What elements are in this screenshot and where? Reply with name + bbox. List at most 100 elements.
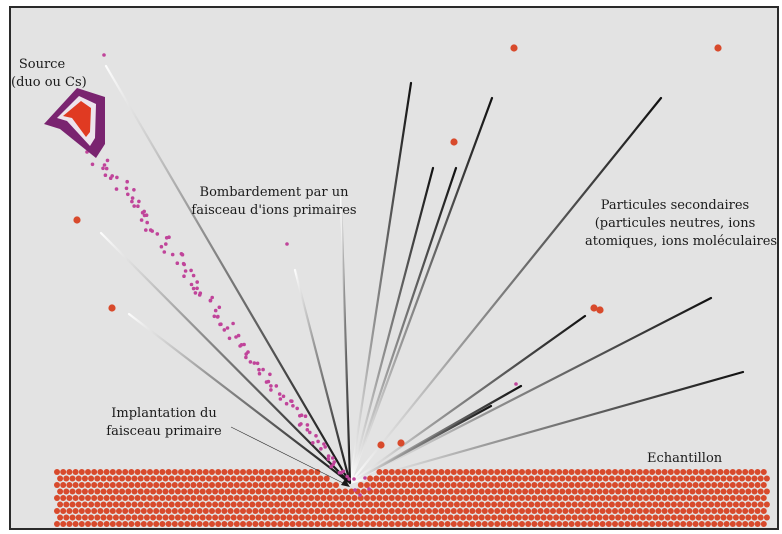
sample-atom: [382, 469, 389, 475]
sample-atom: [103, 495, 110, 501]
sample-atom: [726, 514, 733, 521]
sample-atom: [627, 488, 634, 495]
sample-atom: [525, 521, 532, 527]
sample-atom: [246, 508, 253, 514]
sample-atom: [534, 501, 541, 508]
sample-atom: [736, 521, 742, 527]
sample-atom: [333, 495, 339, 501]
sample-atom: [630, 482, 637, 488]
sample-atom: [218, 514, 225, 521]
ejected-particle: [510, 44, 518, 52]
sample-atom: [543, 469, 550, 475]
sample-atom: [395, 495, 401, 501]
primary-ion: [175, 261, 180, 265]
sample-atom: [72, 508, 79, 514]
sample-atom: [481, 521, 488, 527]
sample-atom: [453, 488, 460, 495]
sample-atom: [646, 514, 653, 521]
sample-atom: [240, 482, 246, 488]
sample-atom: [147, 508, 153, 514]
sample-atom: [695, 488, 702, 495]
primary-ion: [305, 423, 310, 427]
sample-atom: [159, 469, 166, 475]
sample-atom: [159, 482, 166, 488]
sample-atom: [698, 469, 705, 475]
sample-atom: [584, 475, 591, 482]
ejected-particle: [714, 44, 722, 52]
sample-atom: [732, 488, 739, 495]
sample-atom: [236, 488, 243, 495]
sample-atom: [562, 482, 569, 488]
sample-atom: [333, 521, 339, 527]
sample-atom: [156, 514, 163, 521]
sample-atom: [565, 488, 572, 495]
sample-atom: [698, 521, 705, 527]
sample-atom: [407, 495, 414, 501]
primary-ion: [183, 269, 188, 273]
sample-atom: [342, 514, 349, 521]
sample-atom: [674, 521, 680, 527]
sample-atom: [280, 475, 287, 482]
sample-atom: [326, 482, 333, 488]
sample-atom: [432, 482, 439, 488]
primary-ion: [193, 291, 198, 295]
sample-atom: [258, 482, 265, 488]
primary-ion: [290, 399, 294, 404]
sample-atom: [264, 521, 271, 527]
sample-atom: [264, 482, 271, 488]
sample-atom: [131, 475, 138, 482]
sample-atom: [453, 501, 460, 508]
sample-atom: [81, 475, 88, 482]
sample-atom: [286, 488, 293, 495]
sample-atom: [370, 495, 377, 501]
sample-atom: [577, 488, 584, 495]
sample-atom: [109, 495, 116, 501]
sample-atom: [57, 514, 64, 521]
sample-atom: [751, 501, 758, 508]
sample-atom: [404, 514, 411, 521]
sample-atom: [69, 475, 76, 482]
trajectory-line: [293, 268, 352, 485]
sample-atom: [137, 514, 144, 521]
sample-atom: [422, 475, 429, 482]
sample-atom: [429, 488, 436, 495]
primary-ion: [108, 176, 113, 180]
sample-atom: [274, 475, 281, 482]
sample-atom: [708, 501, 715, 508]
sample-atom: [295, 469, 302, 475]
sample-atom: [723, 469, 730, 475]
sample-atom: [395, 521, 401, 527]
primary-ion: [227, 336, 232, 341]
primary-ion: [239, 343, 244, 347]
sample-atom: [258, 495, 265, 501]
sample-atom: [109, 508, 116, 514]
sample-atom: [171, 508, 178, 514]
sample-atom: [472, 501, 479, 508]
sample-atom: [295, 495, 302, 501]
sample-atom: [581, 469, 587, 475]
sample-atom: [639, 501, 646, 508]
sample-atom: [447, 475, 454, 482]
sample-atom: [736, 469, 742, 475]
sample-atom: [748, 508, 755, 514]
sample-atom: [60, 508, 67, 514]
sample-atom: [274, 488, 281, 495]
trajectory-line: [127, 312, 352, 485]
sample-atom: [655, 495, 662, 501]
sample-atom: [494, 495, 501, 501]
sample-atom: [736, 495, 742, 501]
trajectory-line: [348, 96, 494, 485]
secondary-label-line-2: (particules neutres, ions: [594, 216, 756, 231]
sample-atom: [686, 521, 693, 527]
sample-atom: [506, 521, 513, 527]
sample-atom: [233, 469, 240, 475]
sample-atom: [395, 482, 401, 488]
sample-atom: [515, 501, 522, 508]
sample-atom: [661, 469, 668, 475]
sample-atom: [615, 514, 622, 521]
primary-ion: [222, 328, 227, 332]
ejected-particle: [590, 304, 598, 312]
sample-atom: [444, 508, 451, 514]
secondary-particles-label: Particules secondaires (particules neutr…: [585, 197, 777, 251]
sample-atom: [277, 482, 284, 488]
